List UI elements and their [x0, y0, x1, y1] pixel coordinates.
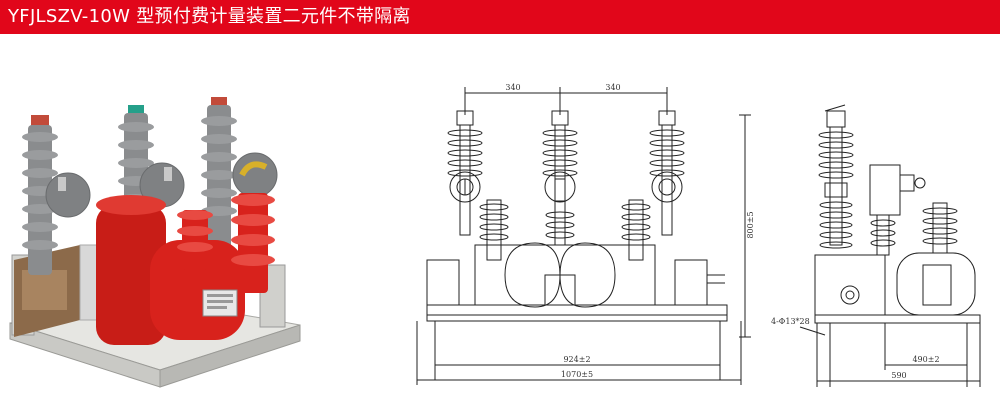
side-view [799, 104, 981, 387]
front-insulator-left [447, 110, 483, 236]
dim-height: 800±5 [746, 211, 755, 238]
front-insulator-right [649, 110, 685, 236]
side-dim-inner: 490±2 [912, 355, 939, 364]
dim-bottom-inner: 924±2 [563, 355, 590, 364]
front-view [416, 87, 751, 385]
technical-drawing: 340 340 800±5 924±2 1070±5 4-Φ13*28 490±… [416, 83, 981, 387]
title-bar: YFJLSZV-10W 型预付费计量装置二元件不带隔离 [0, 0, 1000, 34]
page-title: YFJLSZV-10W 型预付费计量装置二元件不带隔离 [8, 6, 411, 27]
insulator-right [201, 97, 278, 255]
insulator-left [22, 115, 91, 275]
dim-top-left: 340 [505, 83, 520, 92]
dim-bottom-outer: 1070±5 [561, 370, 593, 379]
front-insulator-middle [542, 110, 578, 246]
product-photo [9, 97, 301, 388]
dim-top-right: 340 [605, 83, 620, 92]
side-hole-label: 4-Φ13*28 [771, 317, 810, 326]
side-dim-outer: 590 [891, 371, 906, 380]
red-transformer-body [96, 193, 275, 345]
